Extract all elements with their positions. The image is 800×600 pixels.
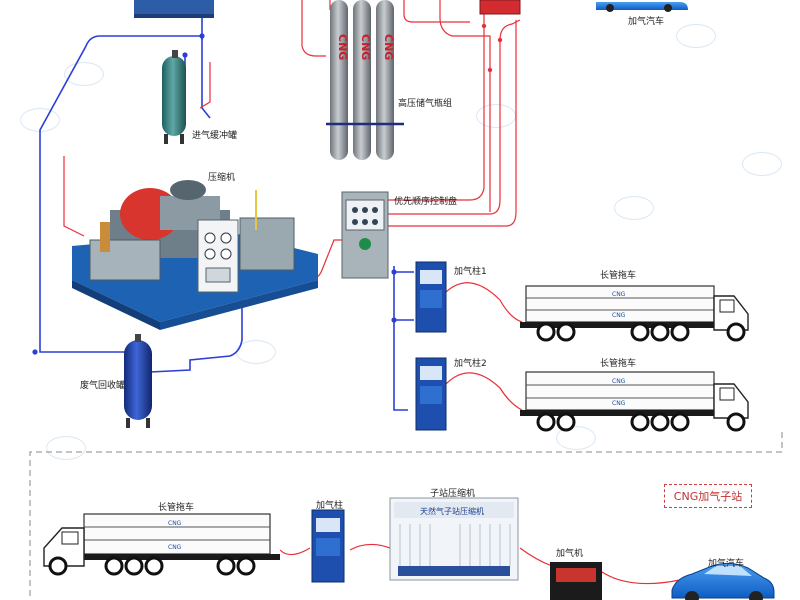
substation-boundary [29,432,783,600]
top-car [596,2,688,12]
compressor-label: 压缩机 [208,173,236,183]
tube-text: CNG [612,400,626,407]
sub-machine [550,562,602,600]
tube-trailer-3 [43,513,280,576]
watermark-logo [556,426,596,450]
tube-text: CNG [168,520,182,527]
storage-bank-label: 高压储气瓶组 [398,99,453,109]
dispenser-1-label: 加气柱1 [454,267,487,277]
sub-dispenser-label: 加气柱 [316,501,344,511]
tube-text: CNG [612,378,626,385]
tube-text: CNG [612,291,626,298]
recovery-tank-label: 废气回收罐 [80,381,126,391]
inlet-buffer-tank [162,50,186,144]
gas-inlet-pipeline [39,18,414,411]
red-junctions [481,23,503,73]
storage-cylinders [326,0,404,160]
watermark-logo [46,436,86,460]
pipe-junctions [32,33,397,355]
trailer-1-label: 长管拖车 [600,271,637,281]
trailer-3-label: 长管拖车 [158,503,195,513]
dispenser-1 [415,261,447,333]
refuel-car [671,562,775,600]
substation-title: CNG加气子站 [664,484,752,508]
sub-compressor-plate: 天然气子站压缩机 [420,506,484,516]
dispenser-2 [415,357,447,431]
sub-dispenser [311,509,345,583]
trailer-2-label: 长管拖车 [600,359,637,369]
cylinder-text: CNG [359,34,372,60]
cylinder-text: CNG [382,34,395,60]
car-bottom-label: 加气汽车 [708,559,745,569]
tube-text: CNG [612,312,626,319]
dispenser-2-label: 加气柱2 [454,359,487,369]
watermark-logo [676,24,716,48]
watermark-logo [64,62,104,86]
compressor-skid [72,180,318,330]
cylinder-text: CNG [336,34,349,60]
control-panel-label: 优先顺序控制盘 [394,197,458,207]
priority-control-panel [341,191,389,279]
tube-text: CNG [168,544,182,551]
top-control-box [479,0,521,15]
car-top-label: 加气汽车 [628,17,665,27]
buffer-tank-label: 进气缓冲罐 [192,131,238,141]
recovery-tank [124,334,152,428]
watermark-logo [742,152,782,176]
sub-compressor-label: 子站压缩机 [430,489,476,499]
watermark-logo [614,196,654,220]
top-skid-equipment [134,0,214,18]
sub-compressor [389,497,519,581]
sub-machine-label: 加气机 [556,549,584,559]
tube-trailer-2 [520,371,749,432]
tube-trailer-1 [520,285,749,342]
high-pressure-pipeline [63,0,681,585]
